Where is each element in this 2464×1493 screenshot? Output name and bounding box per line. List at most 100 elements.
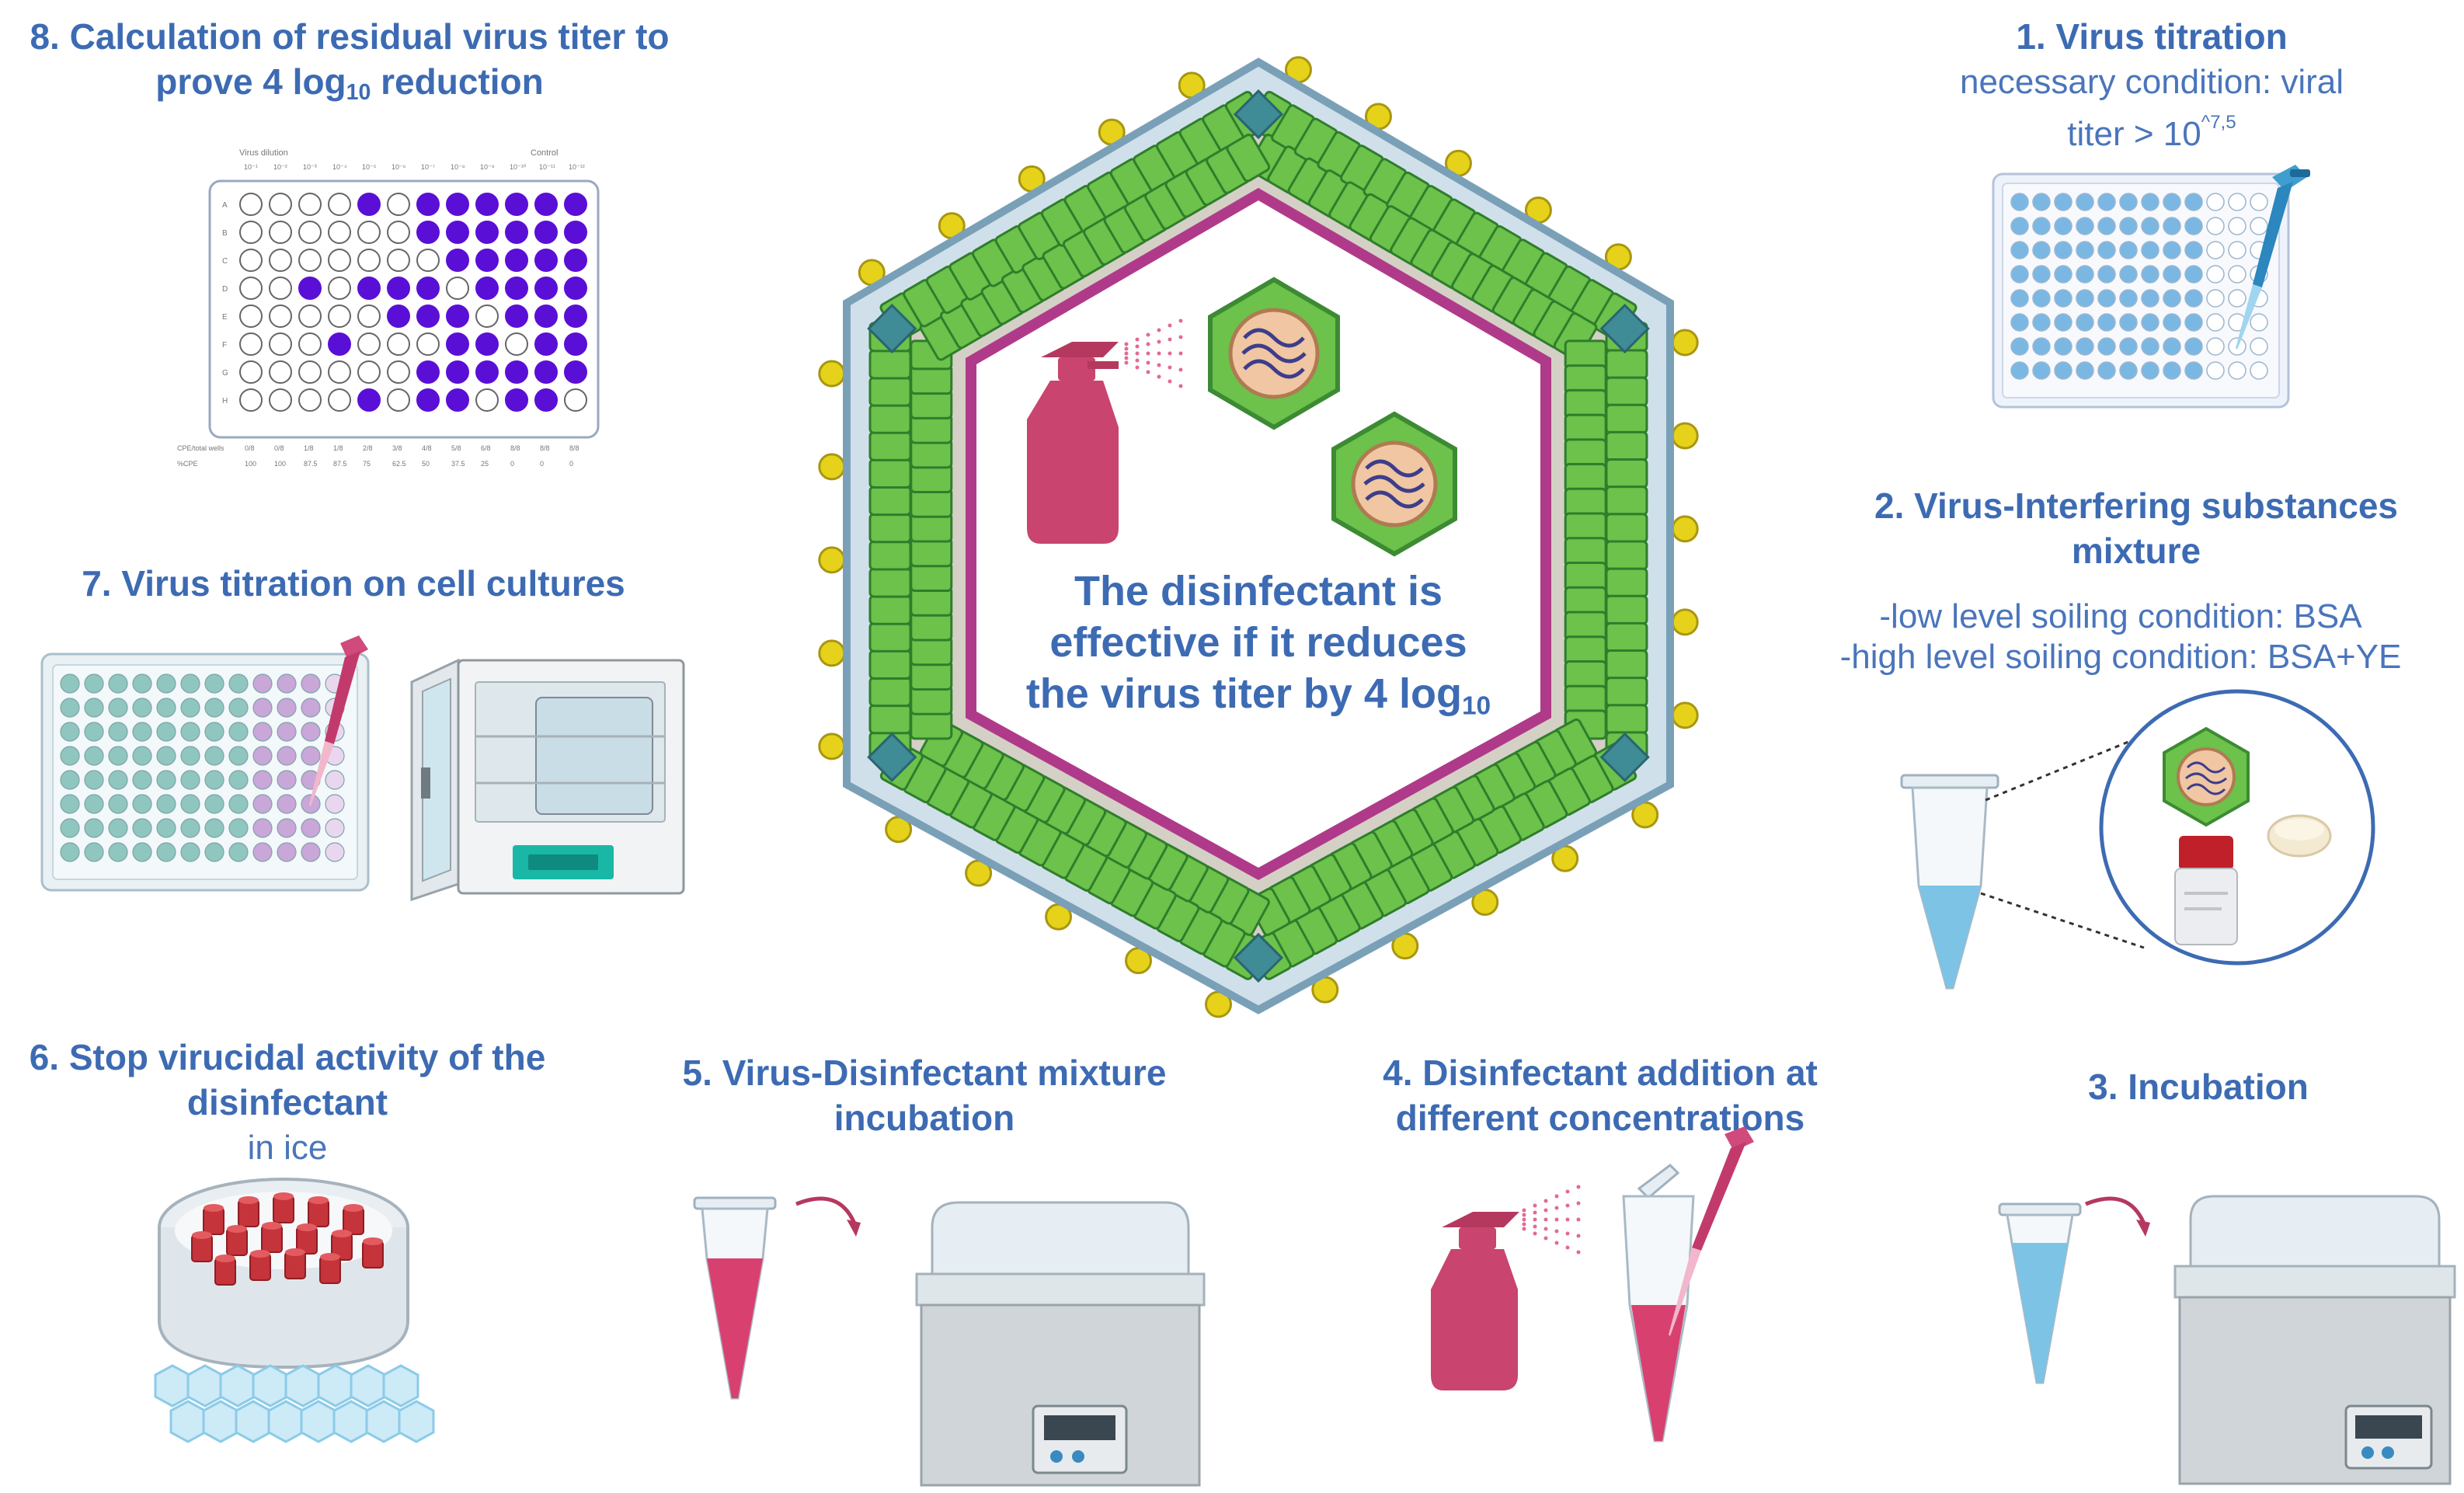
plate-well [277, 842, 297, 862]
spray-droplet [1135, 344, 1140, 349]
plate-well [2141, 193, 2159, 211]
spray-droplet [1124, 351, 1129, 356]
plate-well [132, 722, 152, 742]
plate-footer-cell: 4/8 [422, 444, 432, 452]
step-8-title-line1: 8. Calculation of residual virus titer t… [30, 16, 670, 57]
well-cpe-positive [564, 332, 587, 356]
spray-droplet [1168, 337, 1172, 342]
plate-well [252, 842, 273, 862]
plate-well [2054, 361, 2072, 380]
ice-tube-cap [343, 1204, 364, 1212]
spray-droplet [1124, 360, 1129, 365]
plate-well [2097, 361, 2116, 380]
well-cpe-negative [269, 249, 292, 272]
spray-droplet [1543, 1199, 1548, 1203]
plate-well [2206, 313, 2225, 332]
spray-droplet [1554, 1229, 1559, 1234]
ice-cube [186, 1364, 224, 1408]
plate-well [2119, 241, 2138, 259]
plate-col-label: 10⁻⁷ [421, 163, 435, 171]
step-2-high-soiling: -high level soiling condition: BSA+YE [1839, 638, 2402, 676]
plate-well [2206, 193, 2225, 211]
plate-well [2076, 193, 2094, 211]
plate-well [277, 698, 297, 718]
plate-footer-cell: 6/8 [481, 444, 491, 452]
plate-well [2250, 193, 2268, 211]
ice-tube-cap [250, 1250, 270, 1258]
spray-droplet [1576, 1250, 1581, 1255]
plate-well [228, 818, 249, 838]
eppendorf-tube-pink-icon [1622, 1164, 1695, 1443]
well-cpe-negative [387, 332, 410, 356]
well-cpe-negative [239, 193, 263, 216]
spray-droplet [1157, 363, 1161, 367]
ice-tube-cap [262, 1222, 282, 1230]
plate-well [132, 818, 152, 838]
plate-well [60, 842, 80, 862]
well-cpe-positive [564, 193, 587, 216]
plate-well [228, 722, 249, 742]
plate-well [2119, 193, 2138, 211]
spray-droplet [1168, 323, 1172, 328]
plate-col-label: 10⁻⁵ [362, 163, 377, 171]
virion-icon-zoom [2163, 726, 2250, 827]
well-cpe-negative [387, 360, 410, 384]
well-cpe-negative [328, 221, 351, 244]
capsomer [1605, 540, 1648, 571]
well-cpe-negative [269, 277, 292, 300]
plate-col-label: 10⁻⁹ [480, 163, 495, 171]
vertex-penton [867, 732, 917, 782]
capsomer [868, 567, 912, 598]
plate-well [2163, 289, 2181, 308]
plate-well [301, 722, 321, 742]
well-cpe-positive [357, 193, 381, 216]
plate-well [252, 673, 273, 694]
plate-well [2054, 337, 2072, 356]
plate-well [84, 722, 104, 742]
plate-well [2119, 217, 2138, 235]
plate-footer-cell: 3/8 [392, 444, 402, 452]
plate-well [2119, 265, 2138, 284]
plate-well [204, 673, 224, 694]
spray-droplet [1533, 1217, 1537, 1222]
plate-well [84, 818, 104, 838]
spray-droplet [1543, 1227, 1548, 1231]
spray-droplet [1124, 346, 1129, 351]
plate-well [2010, 217, 2029, 235]
virus-capsid-diagram [818, 56, 1699, 1018]
virion-icon-1 [1208, 277, 1340, 430]
spray-droplet [1146, 332, 1150, 337]
ice-cube [235, 1400, 272, 1443]
plate-well [204, 770, 224, 790]
well-cpe-positive [564, 277, 587, 300]
spray-droplet [1576, 1185, 1581, 1189]
plate-footer-cell: 0/8 [274, 444, 284, 452]
plate-col-label: 10⁻¹⁰ [510, 163, 527, 171]
plate-well [2097, 217, 2116, 235]
well-cpe-positive [446, 388, 469, 412]
ice-cube [219, 1364, 256, 1408]
plate-header-right: Control [531, 148, 558, 158]
capsomer [868, 704, 912, 735]
plate-well [277, 673, 297, 694]
capsomer [868, 540, 912, 571]
plate-well [2184, 361, 2203, 380]
plate-row-label: G [222, 369, 228, 378]
plate-well [2163, 337, 2181, 356]
water-bath-icon [915, 1201, 1206, 1487]
plate-well [108, 842, 128, 862]
well-cpe-negative [357, 305, 381, 328]
well-cpe-negative [387, 249, 410, 272]
ice-tube [214, 1258, 236, 1286]
plate-well [108, 698, 128, 718]
plate-well [2119, 361, 2138, 380]
spray-droplet [1168, 351, 1172, 356]
well-cpe-negative [357, 360, 381, 384]
capsomer [1226, 134, 1271, 183]
well-cpe-positive [505, 249, 528, 272]
spike-head [1671, 422, 1699, 450]
well-cpe-positive [328, 332, 351, 356]
capsomer [1605, 349, 1648, 380]
plate-well [84, 842, 104, 862]
plate-well [277, 818, 297, 838]
